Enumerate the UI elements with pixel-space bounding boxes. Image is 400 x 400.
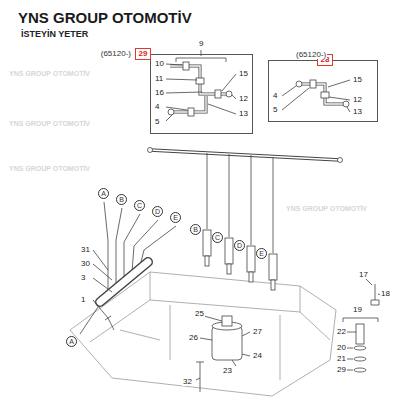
callout-number: 23 — [222, 367, 233, 375]
callout-number: 4 — [154, 103, 160, 111]
reference-letter: C — [215, 234, 220, 241]
callout-number: 16 — [154, 89, 165, 97]
callout-number: 11 — [154, 75, 164, 83]
watermark: YNS GROUP OTOMOTİV — [8, 120, 91, 127]
reference-circle: B — [190, 224, 201, 235]
inset-frame: 29(65120-) — [150, 54, 253, 134]
callout-number: 1 — [80, 296, 86, 304]
callout-number: 31 — [80, 246, 91, 254]
reference-circle: B — [116, 194, 127, 205]
callout-number: 26 — [188, 334, 199, 342]
callout-number: 30 — [80, 260, 91, 268]
callout-number: 5 — [154, 118, 160, 126]
highlight-tag: 29 — [135, 48, 151, 60]
callout-number: 4 — [272, 92, 278, 100]
reference-circle: C — [134, 200, 145, 211]
reference-letter: D — [237, 242, 242, 249]
reference-circle: A — [98, 188, 109, 199]
reference-circle: C — [212, 232, 223, 243]
callout-number: 3 — [80, 274, 86, 282]
reference-circle: D — [234, 240, 245, 251]
callout-number: 13 — [238, 110, 249, 118]
callout-number: 27 — [252, 328, 263, 336]
reference-circle: A — [66, 336, 77, 347]
reference-circle: E — [170, 212, 181, 223]
highlight-number: 29 — [139, 50, 148, 58]
callout-number: 19 — [352, 306, 363, 314]
callout-number: 18 — [380, 290, 391, 298]
callout-number: 15 — [238, 70, 249, 78]
callout-number: 10 — [154, 60, 165, 68]
reference-letter: A — [101, 190, 106, 197]
callout-number: 17 — [358, 271, 369, 279]
callout-number: 15 — [352, 76, 363, 84]
callout-number: 13 — [352, 108, 363, 116]
brand-title: YNS GROUP OTOMOTİV — [18, 10, 192, 25]
reference-letter: B — [193, 226, 198, 233]
reference-circle: D — [152, 206, 163, 217]
watermark: YNS GROUP OTOMOTİV — [8, 70, 91, 77]
callout-number: 5 — [272, 106, 278, 114]
group-code: (65120-) — [295, 51, 327, 59]
callout-number: 20 — [336, 344, 347, 352]
reference-letter: C — [137, 202, 142, 209]
watermark: YNS GROUP OTOMOTİV — [285, 205, 368, 212]
tagline-text: İSTEYİN YETER — [20, 30, 89, 39]
watermark: YNS GROUP OTOMOTİV — [8, 165, 91, 172]
reference-letter: E — [173, 214, 178, 221]
callout-number: 32 — [182, 378, 193, 386]
reference-letter: B — [119, 196, 124, 203]
group-code: (65120-) — [100, 50, 132, 58]
reference-letter: E — [259, 250, 264, 257]
reference-letter: A — [69, 338, 74, 345]
callout-number: 9 — [198, 40, 204, 48]
reference-circle: E — [256, 248, 267, 259]
callout-number: 25 — [194, 310, 205, 318]
callout-number: 12 — [352, 96, 363, 104]
callout-number: 22 — [336, 328, 347, 336]
callout-number: 29 — [336, 366, 347, 374]
callout-number: 24 — [252, 352, 263, 360]
callout-number: 21 — [336, 355, 347, 363]
reference-letter: D — [155, 208, 160, 215]
callout-number: 12 — [238, 95, 249, 103]
